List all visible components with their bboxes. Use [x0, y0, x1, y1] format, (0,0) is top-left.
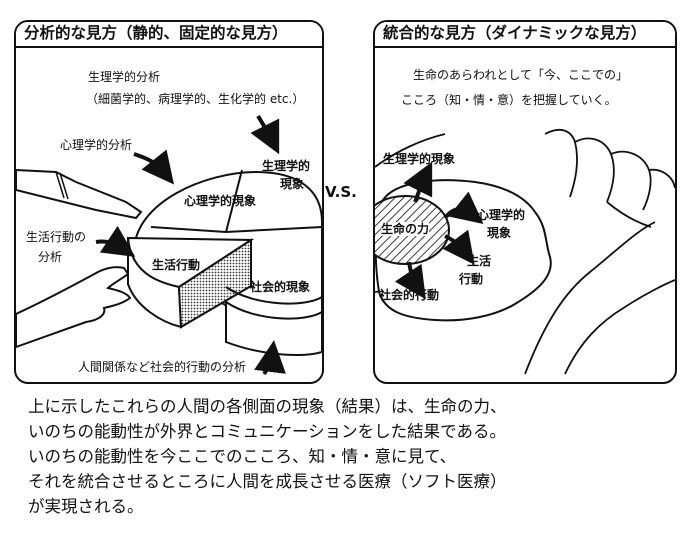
arrow-icon — [250, 114, 280, 155]
analytical-view-illustration — [16, 114, 322, 376]
caption: 上に示したこれらの人間の各側面の現象（結果）は、生命の力、 いのちの能動性が外界… — [28, 394, 678, 519]
arrow-icon — [133, 149, 175, 185]
life-behavior-analysis-label: 生活行動の — [26, 230, 87, 244]
pie-chart-shape — [126, 169, 322, 356]
hand-icon — [16, 266, 132, 349]
biological-analysis-sublabel: （細菌学的、病理学的、生化学的 etc.） — [86, 92, 305, 106]
arrow-icon — [95, 225, 136, 257]
intro-line-2: こころ（知・情・意）を把握していく。 — [401, 93, 617, 107]
social-analysis-label: 人間関係など社会的行動の分析 — [78, 360, 247, 374]
life-force-label: 生命の力 — [381, 222, 430, 236]
analytical-view-panel: 分析的な見方（静的、固定的な見方） 生理学的分析 （細菌学的、病理学的、生化学的… — [14, 20, 324, 384]
caption-line-2: いのちの能動性が外界とコミュニケーションをした結果である。 — [28, 422, 507, 441]
hands-icon — [375, 128, 675, 375]
pie-physiological-label-2: 現象 — [280, 177, 305, 191]
arrow-icon — [443, 191, 484, 224]
pie-life-behavior-label: 生活行動 — [152, 258, 201, 272]
arrow-icon — [442, 229, 475, 265]
life-label-2: 行動 — [459, 272, 484, 286]
physiological-label: 生理学的現象 — [383, 152, 456, 166]
pie-social-label: 社会的現象 — [250, 280, 311, 294]
life-behavior-analysis-label-2: 分析 — [38, 250, 63, 264]
psychological-label: 心理学的 — [477, 208, 526, 222]
caption-line-1: 上に示したこれらの人間の各側面の現象（結果）は、生命の力、 — [28, 397, 507, 416]
pie-physiological-label: 生理学的 — [262, 159, 311, 173]
psychological-analysis-label: 心理学的分析 — [60, 138, 133, 152]
arrow-icon — [394, 261, 426, 300]
caption-line-4: それを統合させるところに人間を成長させる医療（ソフト医療） — [28, 472, 507, 491]
integrative-view-panel: 統合的な見方（ダイナミックな見方） 生命のあらわれとして「今、ここでの」 こころ… — [373, 20, 677, 384]
caption-line-3: いのちの能動性を今ここでのこころ、知・情・意に見て、 — [28, 447, 457, 466]
caption-line-5: が実現される。 — [28, 497, 144, 516]
biological-analysis-label: 生理学的分析 — [88, 70, 161, 84]
analytical-view-title: 分析的な見方（静的、固定的な見方） — [16, 22, 322, 48]
psychological-label-2: 現象 — [487, 226, 512, 240]
versus-label: V.S. — [325, 183, 357, 201]
arrow-icon — [254, 340, 286, 376]
intro-line-1: 生命のあらわれとして「今、ここでの」 — [413, 68, 629, 82]
social-behavior-label: 社会的行動 — [379, 288, 440, 302]
scalpel-icon — [16, 168, 143, 220]
pie-psychological-label: 心理学的現象 — [184, 194, 257, 208]
life-label: 生活 — [467, 254, 492, 268]
integrative-view-title: 統合的な見方（ダイナミックな見方） — [375, 22, 675, 48]
arrow-icon — [403, 161, 433, 203]
integrative-view-illustration — [375, 128, 675, 375]
